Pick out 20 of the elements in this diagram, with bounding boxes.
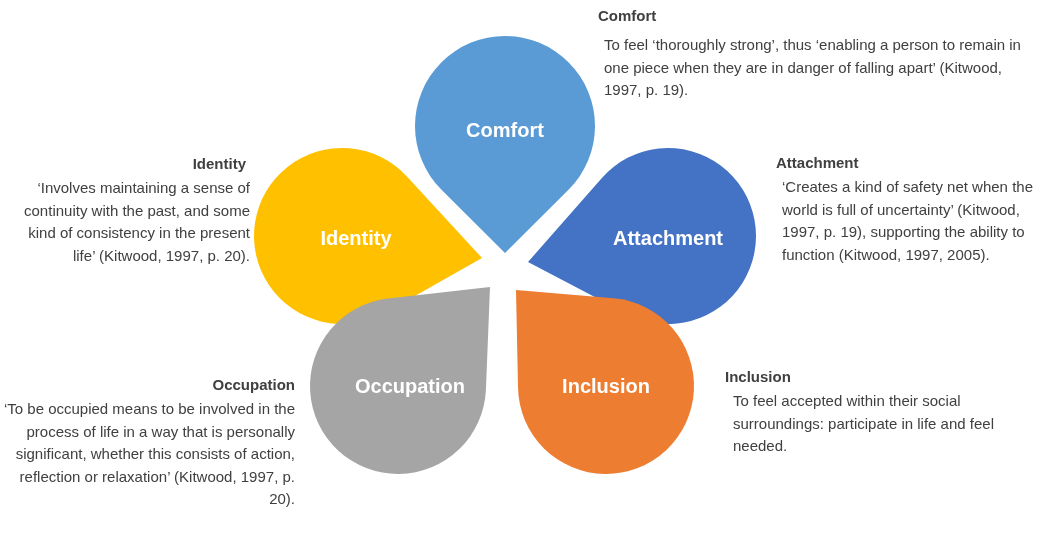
- petal-shape: [254, 148, 482, 324]
- description-text: ‘Creates a kind of safety net when the world is full of uncertainty’ (Kitwood, 1997, p. 19), supporting the ability to function (Kitwood, 1997, 2005).: [782, 177, 1034, 265]
- petal-heading: Identity: [192, 155, 246, 172]
- petal-heading: Comfort: [598, 7, 657, 24]
- petal-shape: [310, 287, 490, 474]
- petal-label: Inclusion: [562, 374, 650, 398]
- petal-label: Occupation: [355, 374, 465, 398]
- petal-label: Identity: [320, 226, 392, 250]
- petal-shape: [415, 36, 595, 253]
- description-text: To feel ‘thoroughly strong’, thus ‘enabling a person to remain in one piece when they are in danger of falling apart’ (Kitwood, 1997, p. 19).: [604, 35, 1022, 100]
- petal-shape: [516, 290, 694, 474]
- description-text: ‘Involves maintaining a sense of continuity with the past, and some kind of consistency in the present life’ (Kitwood, 1997, p. 20).: [23, 178, 250, 266]
- petal-heading: Occupation: [212, 376, 295, 393]
- description-text: To feel accepted within their social surroundings: participate in life and feel needed.: [733, 391, 995, 456]
- petal-heading: Attachment: [776, 154, 859, 171]
- petal-shape: [528, 148, 756, 324]
- petal-label: Comfort: [466, 118, 544, 142]
- petal-label: Attachment: [613, 226, 723, 250]
- description-text: ‘To be occupied means to be involved in the process of life in a way that is personally significant, whether this consists of action, reflection or relaxation’ (Kitwood, 1997, p. 20).: [2, 399, 295, 509]
- petal-heading: Inclusion: [725, 368, 791, 385]
